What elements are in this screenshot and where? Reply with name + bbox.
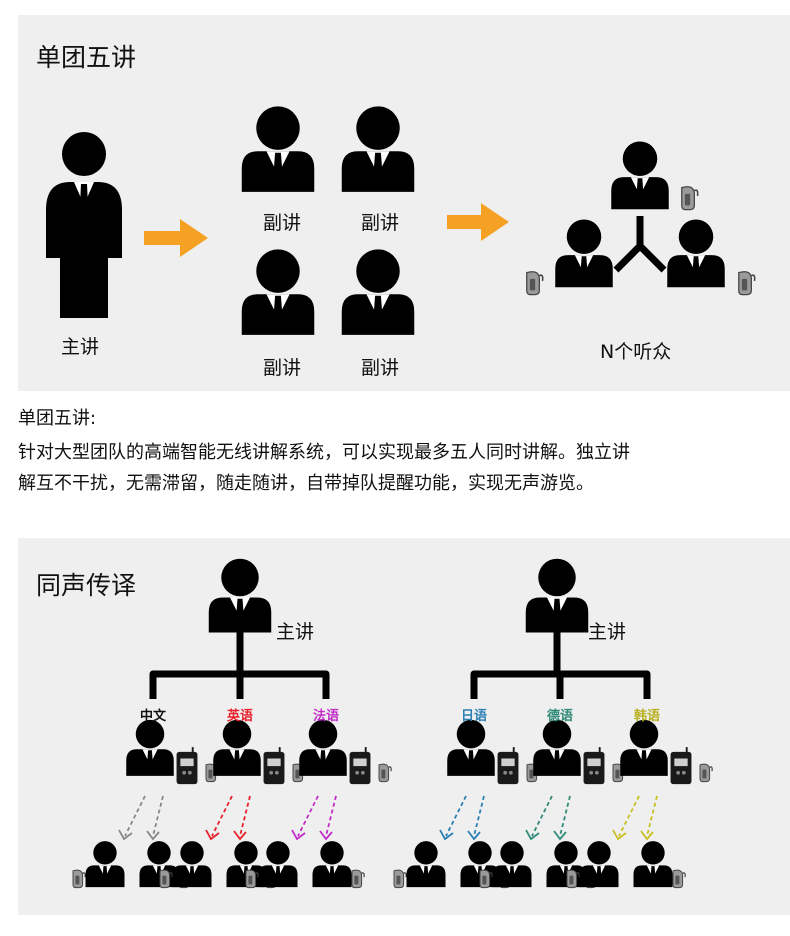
arrow-head-icon bbox=[291, 829, 306, 841]
main-speaker-figure bbox=[46, 132, 122, 318]
language-label: 日语 bbox=[460, 709, 488, 724]
listener-figure bbox=[172, 841, 212, 888]
earpiece-icon bbox=[525, 270, 544, 296]
arrow-head-icon bbox=[439, 829, 454, 841]
sub-speaker-label: 副讲 bbox=[263, 212, 302, 234]
earpiece-icon bbox=[737, 270, 756, 296]
arrow-head-icon bbox=[118, 829, 133, 841]
sub-speaker-figure bbox=[241, 106, 315, 192]
arrow-head-icon bbox=[233, 830, 247, 841]
earpiece-icon bbox=[672, 869, 686, 889]
flow-arrow-icon bbox=[144, 219, 208, 257]
listener-figure bbox=[258, 841, 298, 888]
arrow-head-icon bbox=[525, 829, 540, 841]
sub-speaker-label: 副讲 bbox=[361, 357, 400, 379]
listener-figure bbox=[579, 841, 619, 888]
receiver-icon bbox=[349, 747, 371, 785]
arrow-line bbox=[646, 795, 658, 837]
earpiece-icon bbox=[680, 185, 699, 211]
description-line-2: 解互不干扰，无需滞留，随走随讲，自带掉队提醒功能，实现无声游览。 bbox=[18, 473, 594, 494]
listener-figure bbox=[85, 841, 125, 888]
language-label: 法语 bbox=[312, 709, 340, 724]
audience-group bbox=[525, 141, 756, 296]
language-label: 英语 bbox=[226, 709, 254, 724]
language-label: 中文 bbox=[139, 709, 167, 724]
sub-speaker-figure bbox=[341, 249, 415, 335]
description-line-1: 针对大型团队的高端智能无线讲解系统，可以实现最多五人同时讲解。独立讲 bbox=[18, 442, 630, 463]
arrow-line bbox=[124, 795, 146, 837]
language-label: 韩语 bbox=[633, 709, 661, 724]
arrow-head-icon bbox=[319, 830, 333, 841]
arrow-head-icon bbox=[553, 830, 567, 841]
arrow-line bbox=[297, 795, 319, 837]
listener-figure bbox=[312, 841, 352, 888]
flow-arrow-icon bbox=[447, 203, 509, 241]
section2-title: 同声传译 bbox=[36, 571, 137, 600]
earpiece-icon bbox=[351, 869, 365, 889]
interpretation-trees bbox=[72, 558, 713, 889]
receiver-icon bbox=[670, 747, 692, 785]
main-speaker-label: 主讲 bbox=[61, 336, 100, 358]
earpiece-icon bbox=[72, 869, 86, 889]
arrow-head-icon bbox=[612, 829, 627, 841]
receiver-icon bbox=[176, 747, 198, 785]
arrow-line bbox=[473, 795, 485, 837]
arrow-line bbox=[211, 795, 233, 837]
sub-speaker-label: 副讲 bbox=[361, 212, 400, 234]
interpreter-figure bbox=[126, 719, 174, 776]
arrow-head-icon bbox=[146, 830, 160, 841]
arrow-line bbox=[618, 795, 640, 837]
interpreter-figure bbox=[299, 719, 347, 776]
description-heading: 单团五讲: bbox=[18, 408, 97, 429]
listener-figure bbox=[406, 841, 446, 888]
interpreter-figure bbox=[213, 719, 261, 776]
listener-figure bbox=[492, 841, 532, 888]
interpreter-speaker-label: 主讲 bbox=[588, 621, 627, 643]
arrow-line bbox=[325, 795, 337, 837]
receiver-icon bbox=[263, 747, 285, 785]
receiver-icon bbox=[583, 747, 605, 785]
arrow-line bbox=[152, 795, 164, 837]
earpiece-icon bbox=[699, 763, 713, 783]
interpreter-speaker-label: 主讲 bbox=[276, 621, 315, 643]
tree-connector bbox=[149, 632, 330, 699]
interpreter-figure bbox=[533, 719, 581, 776]
receiver-icon bbox=[497, 747, 519, 785]
arrow-line bbox=[445, 795, 467, 837]
arrow-head-icon bbox=[640, 830, 654, 841]
earpiece-icon bbox=[393, 869, 407, 889]
earpiece-icon bbox=[378, 763, 392, 783]
sub-speaker-figure bbox=[241, 249, 315, 335]
interpreter-speaker-figure bbox=[525, 558, 589, 633]
tree-connector bbox=[470, 632, 651, 699]
interpreter-speaker-figure bbox=[208, 558, 272, 633]
arrow-line bbox=[559, 795, 571, 837]
arrow-line bbox=[531, 795, 553, 837]
arrow-head-icon bbox=[467, 830, 481, 841]
sub-speaker-figure bbox=[341, 106, 415, 192]
interpreter-figure bbox=[620, 719, 668, 776]
arrow-line bbox=[239, 795, 251, 837]
language-label: 德语 bbox=[546, 709, 574, 724]
arrow-head-icon bbox=[205, 829, 220, 841]
interpreter-figure bbox=[447, 719, 495, 776]
sub-speaker-label: 副讲 bbox=[263, 357, 302, 379]
section1-title: 单团五讲 bbox=[36, 43, 137, 72]
audience-label: N个听众 bbox=[600, 341, 672, 363]
listener-figure bbox=[633, 841, 673, 888]
